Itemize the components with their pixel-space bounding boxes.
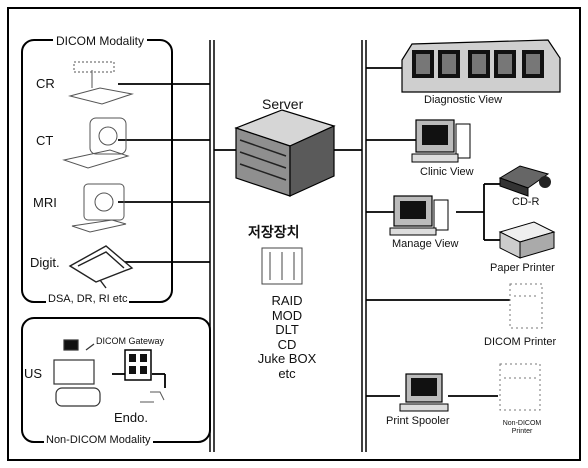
non-dicom-printer-icon	[500, 364, 540, 410]
storage-icon	[262, 248, 302, 284]
cdr-label: CD-R	[512, 196, 540, 208]
cr-device-icon	[70, 62, 132, 104]
modality-footer: DSA, DR, RI etc	[46, 293, 129, 305]
diagnostic-view-icon	[402, 40, 560, 92]
left-bus	[210, 40, 214, 452]
non-dicom-printer-label-line2: Printer	[490, 428, 554, 436]
storage-media-item: etc	[252, 367, 322, 382]
us-label: US	[24, 366, 42, 381]
manage-view-label: Manage View	[392, 238, 458, 250]
gateway-device-icon	[125, 350, 151, 380]
right-bus	[362, 40, 366, 452]
server-label: Server	[262, 96, 303, 112]
dicom-printer-icon	[510, 284, 542, 328]
non-dicom-printer-label: Non-DICOM Printer	[490, 420, 554, 436]
print-spooler-label: Print Spooler	[386, 415, 450, 427]
print-spooler-icon	[400, 374, 448, 411]
clinic-view-label: Clinic View	[420, 166, 474, 178]
non-dicom-modality-title: Non-DICOM Modality	[44, 434, 153, 446]
paper-printer-icon	[500, 222, 554, 258]
storage-media-list: RAID MOD DLT CD Juke BOX etc	[252, 294, 322, 381]
clinic-view-icon	[412, 120, 470, 162]
digital-device-icon	[70, 246, 132, 288]
dicom-gateway-label: DICOM Gateway	[96, 336, 164, 346]
dicom-modality-title: DICOM Modality	[53, 34, 147, 48]
modality-label-mri: MRI	[33, 195, 57, 210]
modality-label-cr: CR	[36, 76, 55, 91]
storage-label: 저장장치	[248, 222, 300, 242]
cdr-icon	[500, 166, 551, 196]
us-device-icon	[54, 340, 100, 406]
storage-media-item: RAID	[252, 294, 322, 309]
storage-media-item: MOD	[252, 309, 322, 324]
non-dicom-printer-label-line1: Non-DICOM	[490, 420, 554, 428]
endo-device-icon	[140, 392, 164, 402]
server-icon	[236, 110, 334, 196]
paper-printer-label: Paper Printer	[490, 262, 555, 274]
endo-label: Endo.	[114, 410, 148, 425]
modality-label-digit: Digit.	[30, 255, 60, 270]
diagnostic-view-label: Diagnostic View	[424, 94, 502, 106]
storage-media-item: CD	[252, 338, 322, 353]
storage-media-item: DLT	[252, 323, 322, 338]
ct-device-icon	[64, 118, 128, 168]
storage-media-item: Juke BOX	[252, 352, 322, 367]
mri-device-icon	[72, 184, 126, 232]
dicom-printer-label: DICOM Printer	[484, 336, 556, 348]
modality-label-ct: CT	[36, 133, 53, 148]
manage-view-icon	[390, 196, 448, 235]
